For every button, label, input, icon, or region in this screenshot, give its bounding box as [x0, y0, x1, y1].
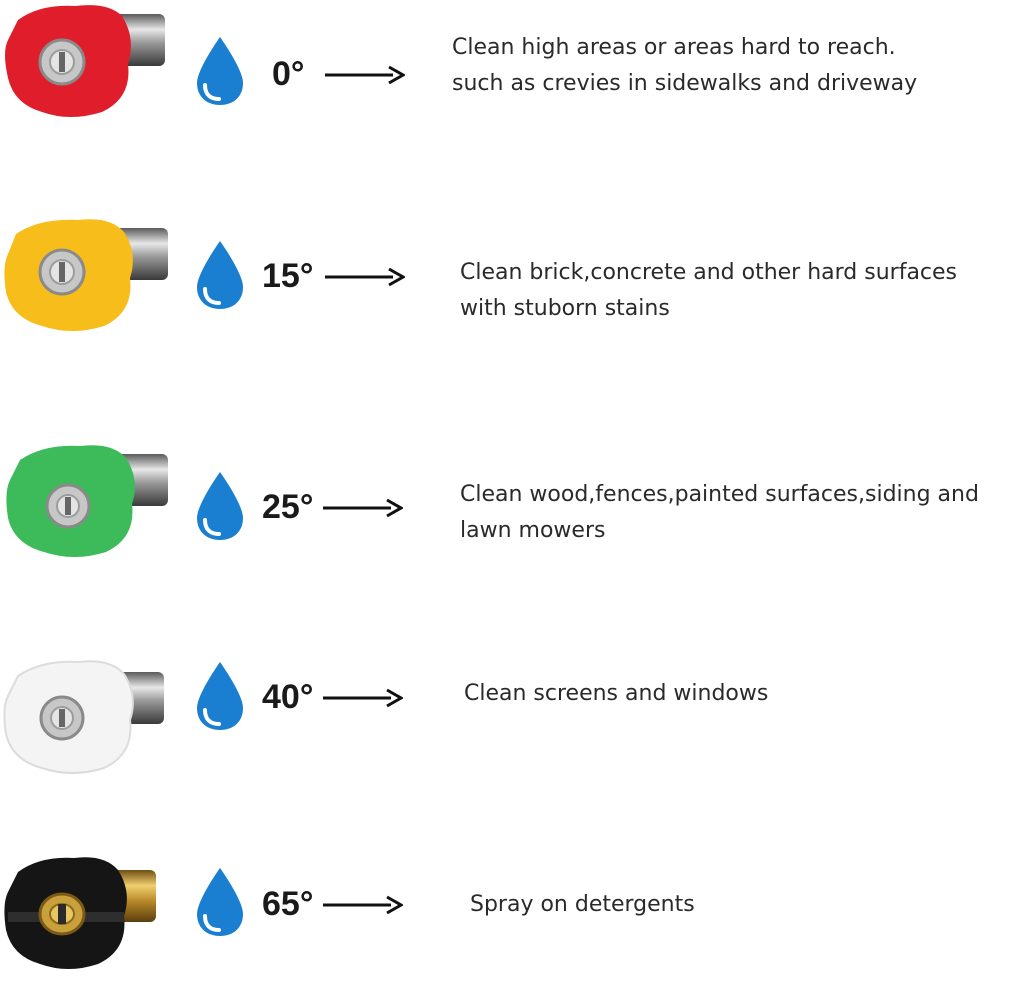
description-line: Clean high areas or areas hard to reach.	[452, 35, 896, 60]
nozzle-row-65: 65° Spray on detergents	[0, 842, 1024, 992]
right-arrow-icon	[325, 65, 405, 85]
water-drop-icon	[197, 37, 243, 105]
spray-angle-label: 0°	[272, 55, 305, 93]
right-arrow-icon	[323, 895, 403, 915]
water-drop-icon	[197, 868, 243, 936]
spray-angle-label: 65°	[262, 885, 314, 923]
description-line: lawn mowers	[460, 518, 606, 543]
right-arrow-icon	[323, 498, 403, 518]
description-line: Spray on detergents	[470, 892, 695, 917]
nozzle-row-15: 15° Clean brick,concrete and other hard …	[0, 212, 1024, 362]
nozzle-description: Clean screens and windows	[464, 676, 768, 712]
right-arrow-icon	[323, 688, 403, 708]
description-line: Clean screens and windows	[464, 681, 769, 706]
spray-angle-label: 25°	[262, 488, 314, 526]
green-nozzle-icon	[6, 445, 168, 557]
description-line: with stuborn stains	[460, 296, 670, 321]
black-nozzle-icon	[4, 857, 156, 969]
white-nozzle-icon	[3, 660, 164, 774]
nozzle-description: Clean brick,concrete and other hard surf…	[460, 255, 957, 327]
nozzle-row-40: 40° Clean screens and windows	[0, 650, 1024, 800]
water-drop-icon	[197, 241, 243, 309]
water-drop-icon	[197, 662, 243, 730]
yellow-nozzle-icon	[4, 219, 168, 331]
red-nozzle-icon	[5, 5, 165, 117]
nozzle-row-0: 0° Clean high areas or areas hard to rea…	[0, 0, 1024, 150]
description-line: such as crevies in sidewalks and drivewa…	[452, 71, 918, 96]
nozzle-description: Spray on detergents	[470, 887, 695, 923]
spray-angle-label: 15°	[262, 257, 314, 295]
nozzle-row-25: 25° Clean wood,fences,painted surfaces,s…	[0, 440, 1024, 590]
description-line: Clean wood,fences,painted surfaces,sidin…	[460, 482, 979, 507]
water-drop-icon	[197, 472, 243, 540]
right-arrow-icon	[325, 267, 405, 287]
nozzle-description: Clean high areas or areas hard to reach.…	[452, 30, 917, 102]
spray-angle-label: 40°	[262, 678, 314, 716]
nozzle-description: Clean wood,fences,painted surfaces,sidin…	[460, 477, 979, 549]
description-line: Clean brick,concrete and other hard surf…	[460, 260, 958, 285]
